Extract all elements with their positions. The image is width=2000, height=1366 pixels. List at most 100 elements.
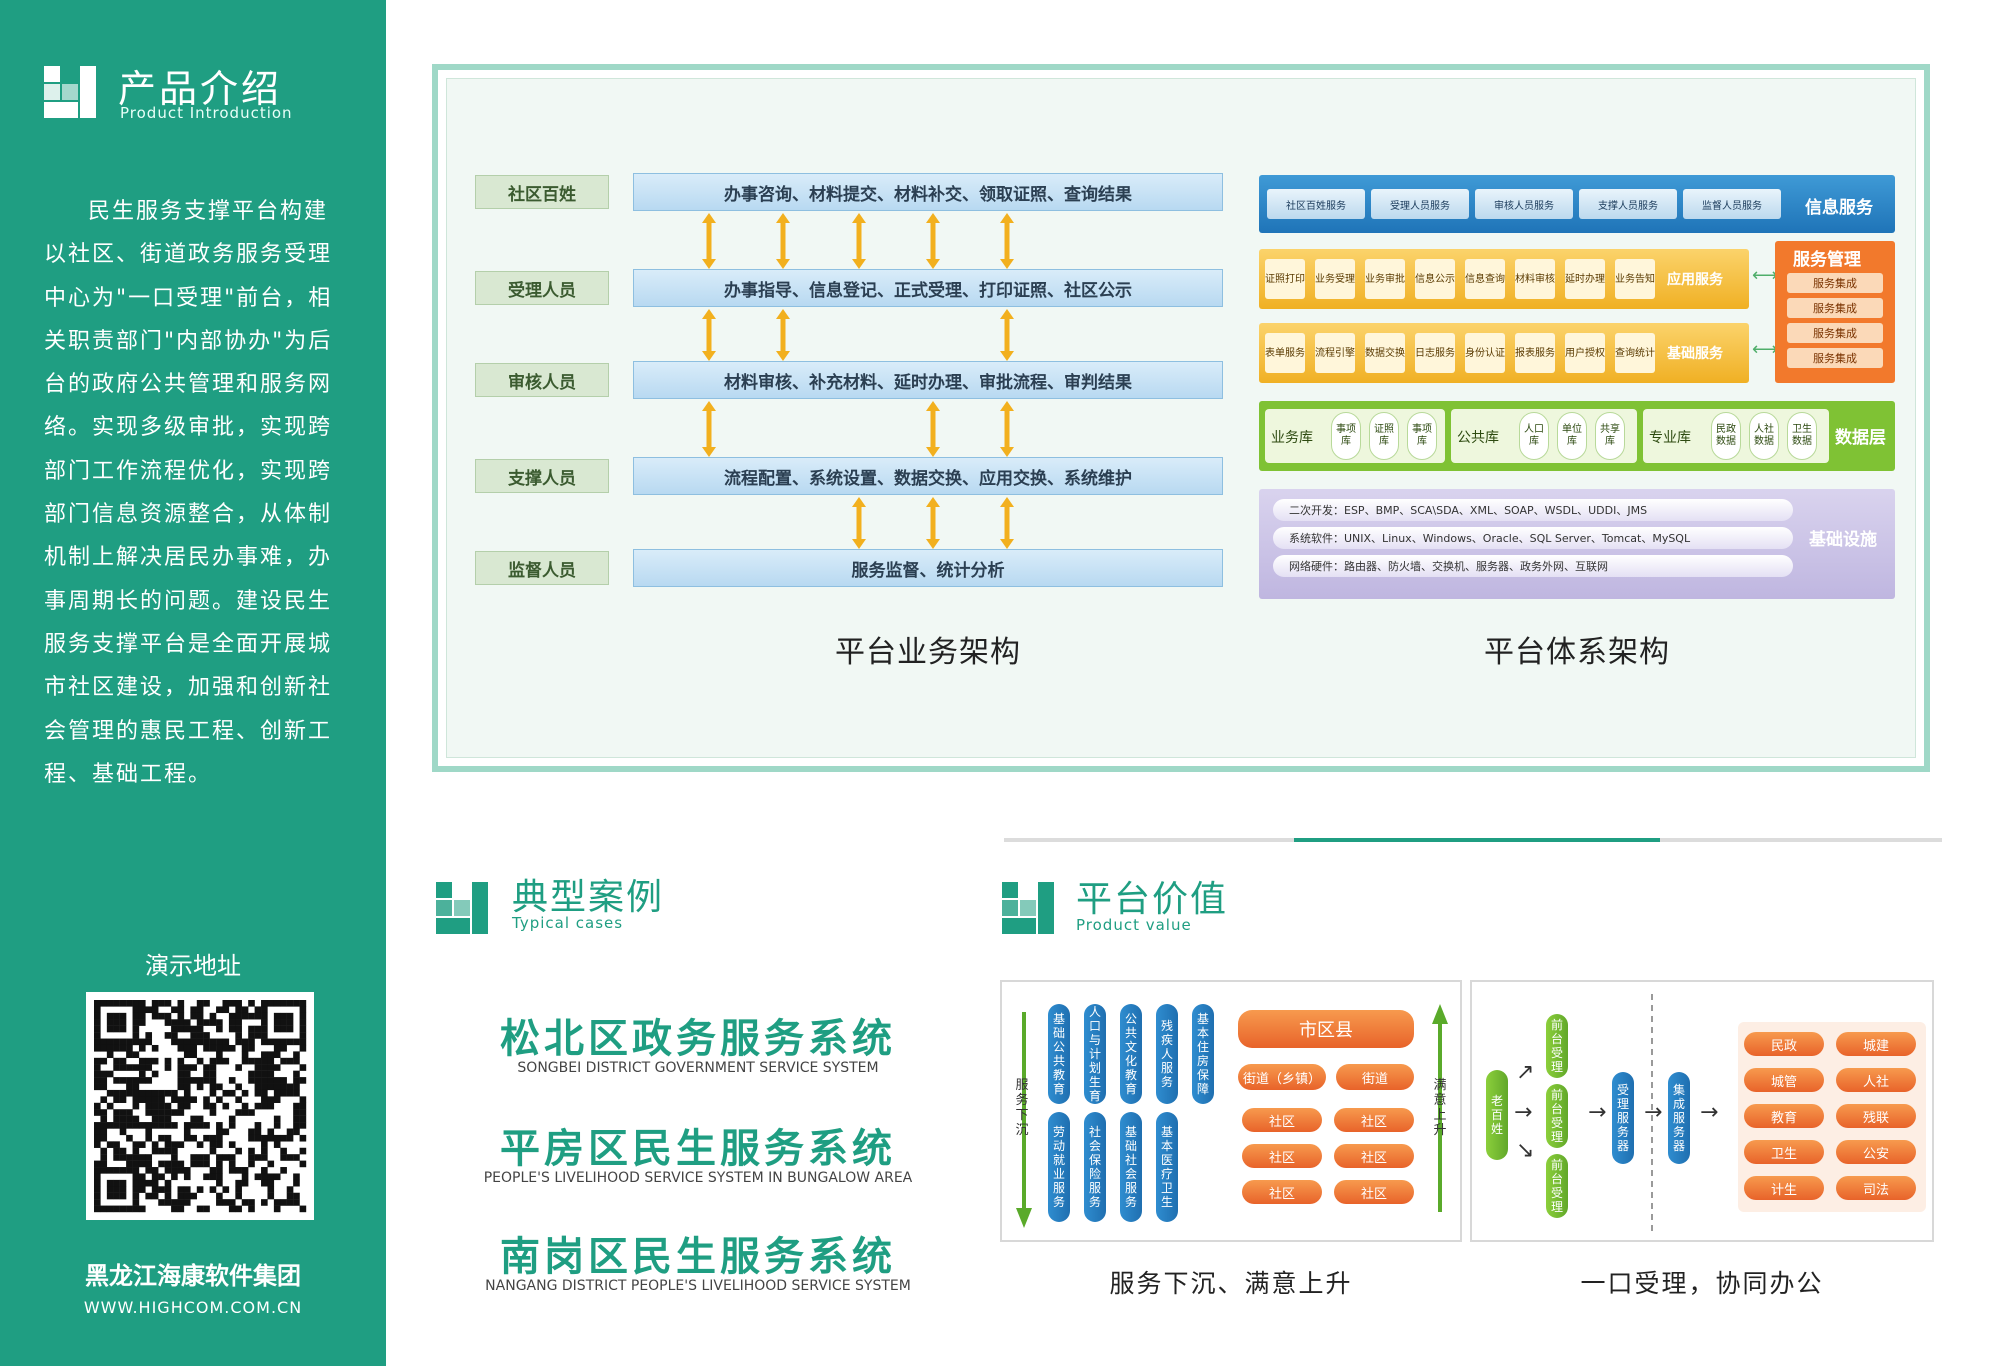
qr-module (94, 1141, 101, 1148)
db-pill: 卫生数据 (1787, 412, 1817, 460)
qr-module (183, 1025, 191, 1033)
qr-module (145, 1102, 153, 1110)
base-chip: 查询统计 (1615, 333, 1655, 373)
qr-module (254, 1077, 262, 1084)
qr-module (196, 1006, 204, 1014)
qr-module (267, 1102, 275, 1110)
qr-module (158, 1186, 165, 1193)
qr-module (267, 1160, 275, 1168)
qr-module (106, 1186, 114, 1193)
role-support: 支撑人员 (475, 459, 609, 493)
infra-layer-label: 基础设施 (1809, 530, 1877, 550)
qr-module (126, 1115, 133, 1123)
base-chip: 日志服务 (1415, 333, 1455, 373)
qr-module (228, 1199, 236, 1206)
qr-module (94, 1000, 101, 1007)
company-url[interactable]: WWW.HIGHCOM.COM.CN (83, 1298, 303, 1317)
app-chip: 业务告知 (1615, 259, 1655, 299)
company-name: 黑龙江海康软件集团 (85, 1261, 301, 1290)
qr-module (222, 1154, 230, 1161)
qr-module (190, 1192, 197, 1200)
qr-module (113, 1057, 120, 1065)
qr-module (241, 1051, 249, 1059)
qr-module (145, 1179, 153, 1187)
qr-module (261, 1096, 268, 1103)
qr-module (203, 1064, 210, 1071)
qr-module (222, 1128, 230, 1136)
qr-module (113, 1077, 120, 1084)
qr-module (158, 1096, 165, 1103)
service-pill: 劳动就业服务 (1048, 1112, 1070, 1222)
case-pingfang[interactable]: 平房区民生服务系统 (500, 1126, 896, 1172)
qr-module (267, 1077, 275, 1084)
qr-module (299, 1115, 307, 1123)
qr-module (235, 1179, 242, 1187)
qr-module (254, 1102, 262, 1110)
qr-module (241, 1102, 249, 1110)
qr-module (177, 1205, 185, 1213)
qr-module (158, 1089, 165, 1097)
qr-module (151, 1179, 159, 1187)
qr-module (183, 1064, 191, 1071)
qr-module (100, 1070, 108, 1078)
case-songbei[interactable]: 松北区政务服务系统 (500, 1016, 896, 1062)
qr-module (100, 1167, 108, 1174)
qr-module (158, 1000, 165, 1007)
qr-module (228, 1044, 236, 1052)
data-layer-label: 数据层 (1835, 428, 1886, 448)
qr-module (151, 1147, 159, 1155)
qr-module (286, 1000, 294, 1007)
flow-arrow-head (702, 213, 716, 223)
mgmt-chip: 服务集成 (1787, 273, 1883, 293)
qr-module (254, 1006, 262, 1014)
qr-module (235, 1000, 242, 1007)
qr-module (273, 1038, 281, 1046)
qr-module (299, 1044, 307, 1052)
panel1-arrows (1016, 1004, 1448, 1228)
qr-module (280, 1167, 287, 1174)
qr-module (106, 1070, 114, 1078)
flow-arrow-head (852, 213, 866, 223)
qr-module (132, 1186, 140, 1193)
qr-module (132, 1064, 140, 1071)
qr-module (190, 1115, 197, 1123)
qr-module (209, 1077, 217, 1084)
qr-module (151, 1102, 159, 1110)
qr-module (119, 1096, 127, 1103)
qr-module (164, 1141, 172, 1148)
case-nangang[interactable]: 南岗区民生服务系统 (500, 1234, 896, 1280)
qr-module (132, 1089, 140, 1097)
qr-module (280, 1012, 287, 1020)
qr-module (177, 1199, 185, 1206)
qr-module (235, 1019, 242, 1026)
qr-code-icon[interactable] (86, 992, 314, 1220)
qr-module (177, 1077, 185, 1084)
qr-module (209, 1012, 217, 1020)
qr-module (293, 1051, 300, 1059)
qr-module (203, 1173, 210, 1181)
service-pill: 基础社会服务 (1120, 1112, 1142, 1222)
info-chip: 审核人员服务 (1475, 189, 1573, 219)
qr-module (126, 1051, 133, 1059)
qr-module (267, 1192, 275, 1200)
qr-module (119, 1122, 127, 1129)
qr-module (126, 1160, 133, 1168)
qr-module (248, 1109, 255, 1116)
db-group-label: 业务库 (1271, 430, 1313, 446)
qr-module (280, 1134, 287, 1142)
qr-module (151, 1186, 159, 1193)
app-layer-label: 应用服务 (1667, 272, 1723, 288)
qr-module (132, 1000, 140, 1007)
qr-module (171, 1160, 178, 1168)
qr-module (293, 1102, 300, 1110)
qr-module (151, 1057, 159, 1065)
dept-node: 残联 (1836, 1104, 1916, 1128)
qr-module (164, 1089, 172, 1097)
qr-module (293, 1089, 300, 1097)
qr-module (209, 1102, 217, 1110)
qr-module (183, 1051, 191, 1059)
section-divider (1004, 838, 1942, 842)
qr-module (196, 1032, 204, 1039)
qr-module (190, 1044, 197, 1052)
qr-module (100, 1077, 108, 1084)
